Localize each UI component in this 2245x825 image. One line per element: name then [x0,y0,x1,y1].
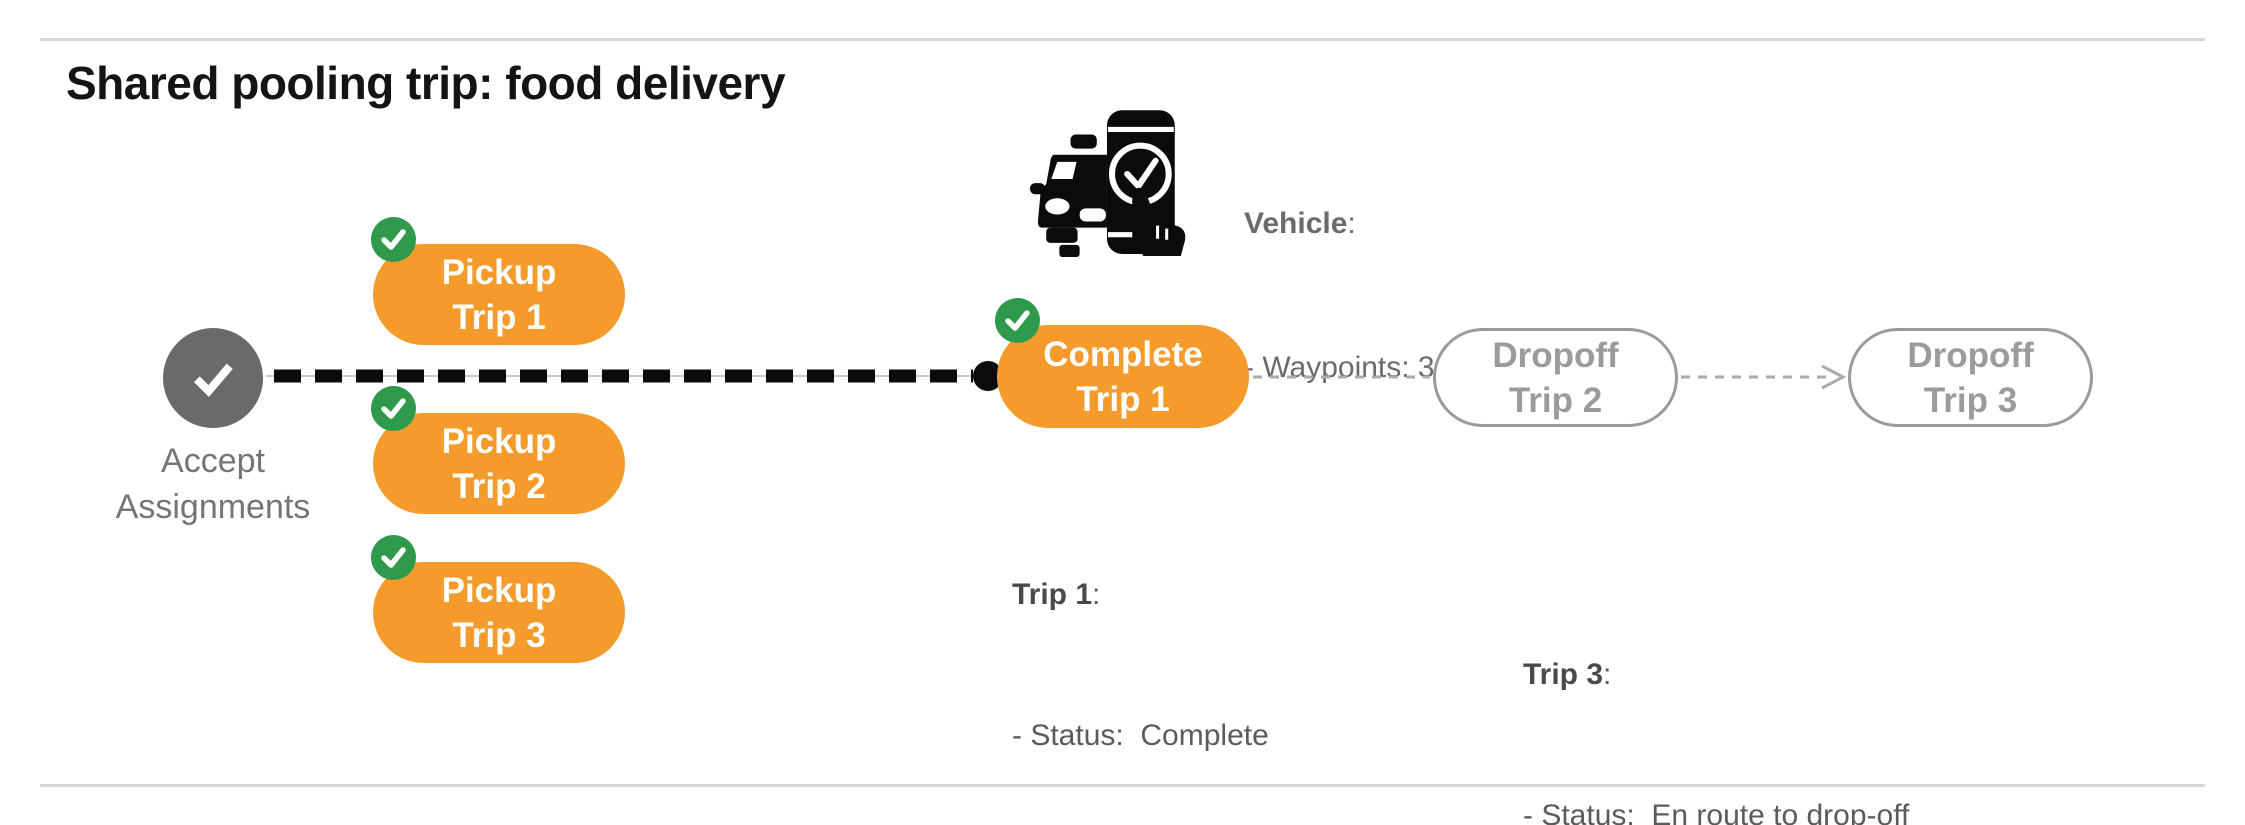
trip-details-left: Trip 1: - Status: Complete - Remaining w… [1012,477,1398,825]
arrowhead-icon [1821,364,1847,390]
check-badge-icon [371,386,416,431]
node-dropoff-trip-3: Dropoff Trip 3 [1848,328,2093,427]
trip-1-status: - Status: Complete [1012,719,1269,752]
check-icon [194,363,233,397]
check-badge-icon [371,535,416,580]
vehicle-info: Vehicle: - Waypoints: 3 [1244,104,1435,488]
accept-assignments-node [163,328,263,428]
check-badge-icon [371,217,416,262]
node-pickup-trip-1: Pickup Trip 1 [371,217,625,345]
vehicle-phone-check-icon [1030,110,1186,257]
top-divider [40,38,2205,41]
check-badge-icon [995,298,1040,343]
accept-assignments-label: Accept Assignments [115,442,311,526]
node-complete-trip-1: Complete Trip 1 [995,298,1249,428]
trip-3-status: - Status: En route to drop-off [1523,799,1910,825]
bottom-divider [40,784,2205,787]
trip-3-heading: Trip 3: [1523,658,1612,691]
node-pickup-trip-3: Pickup Trip 3 [371,535,625,663]
trip-1-heading: Trip 1: [1012,578,1101,611]
vehicle-waypoints: - Waypoints: 3 [1244,351,1435,384]
vehicle-label: Vehicle: [1244,207,1356,240]
page-title: Shared pooling trip: food delivery [66,57,786,109]
node-dropoff-trip-2: Dropoff Trip 2 [1433,328,1678,427]
trip-details-right: Trip 3: - Status: En route to drop-off -… [1523,557,1909,825]
node-pickup-trip-2: Pickup Trip 2 [371,386,625,514]
